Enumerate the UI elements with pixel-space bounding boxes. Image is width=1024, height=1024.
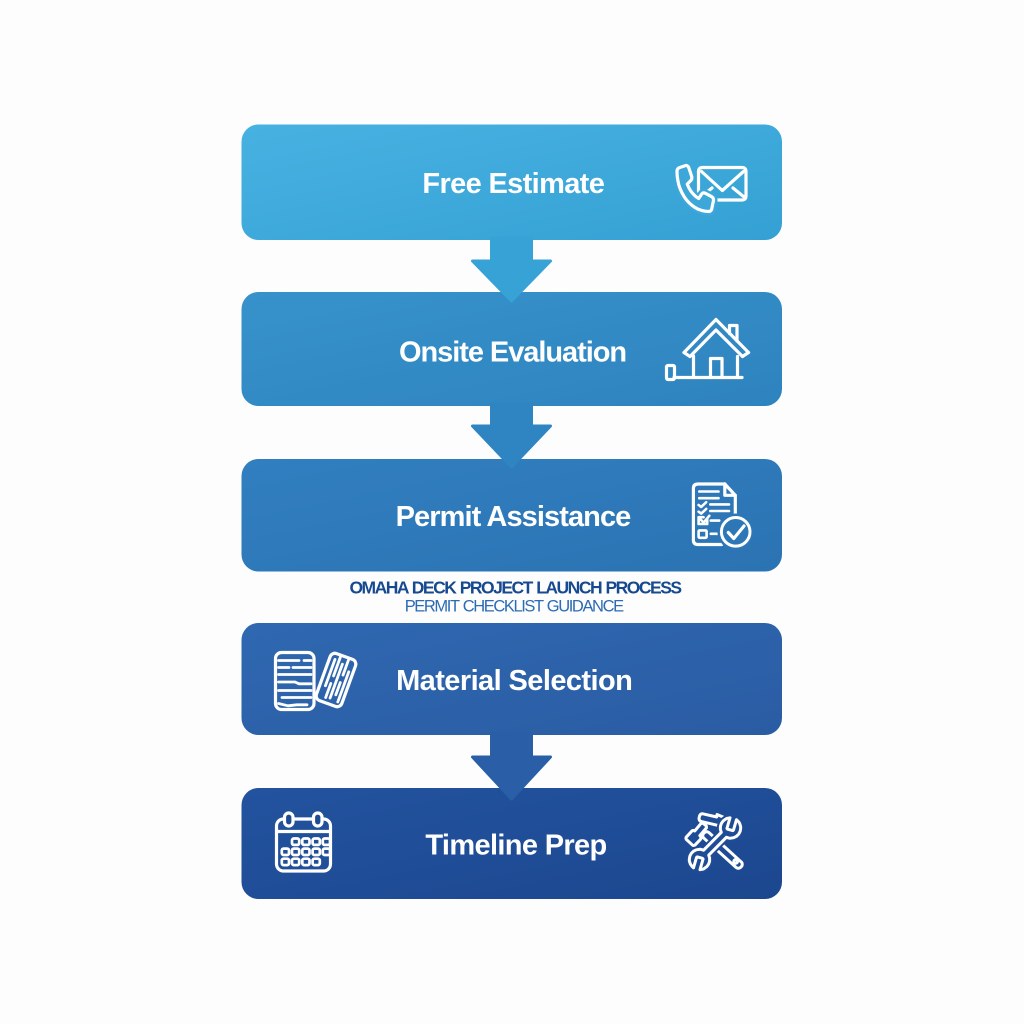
svg-text:Timeline Prep: Timeline Prep (425, 829, 606, 861)
svg-text:Permit Assistance: Permit Assistance (396, 501, 632, 533)
svg-text:OMAHA DECK PROJECT LAUNCH PROC: OMAHA DECK PROJECT LAUNCH PROCESS (349, 578, 681, 598)
svg-text:Material Selection: Material Selection (396, 665, 632, 697)
svg-text:PERMIT CHECKLIST GUIDANCE: PERMIT CHECKLIST GUIDANCE (405, 598, 624, 616)
svg-text:Free Estimate: Free Estimate (422, 168, 604, 200)
svg-text:Onsite Evaluation: Onsite Evaluation (399, 337, 626, 369)
